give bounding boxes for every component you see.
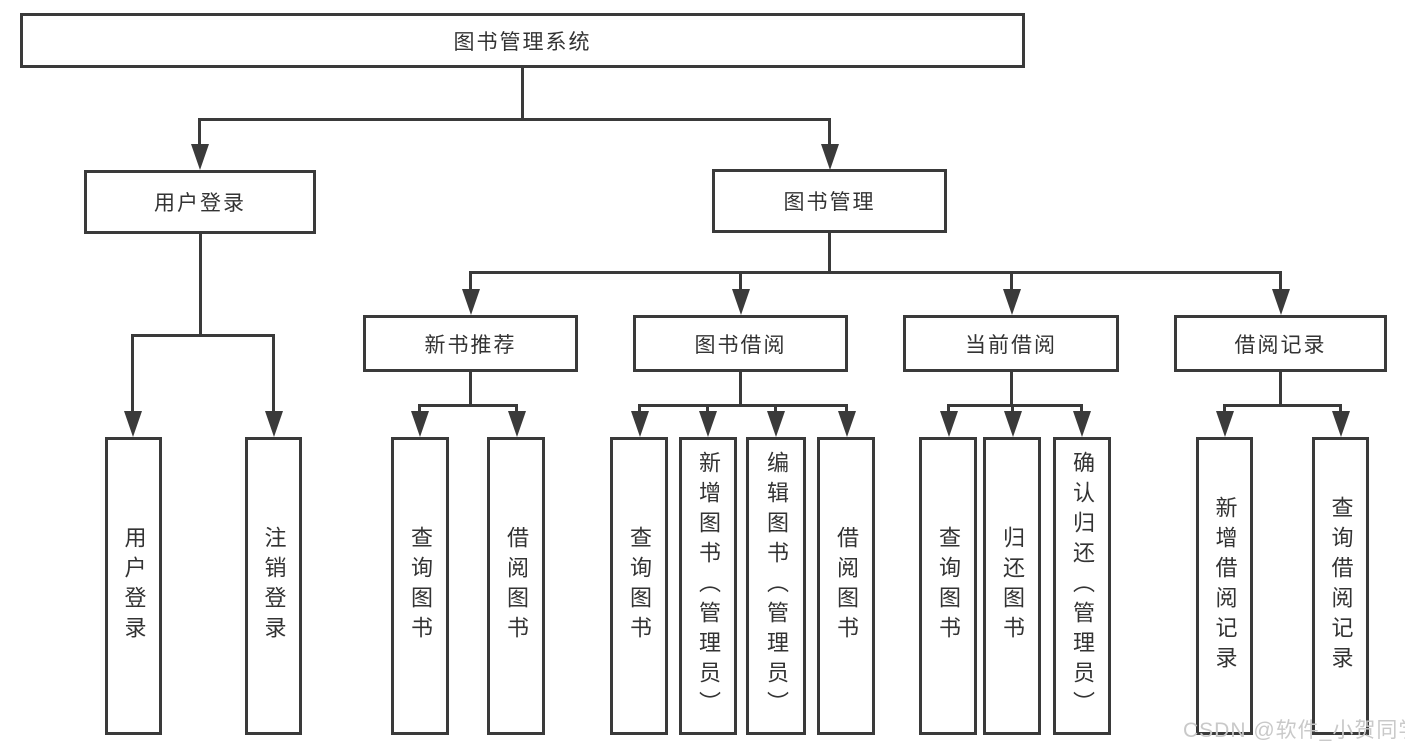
leaf-add-borrow-record: 新增借阅记录 [1196,437,1253,735]
connector-user-login-hline [131,334,275,337]
leaf-add-books-admin-label: 新增图书（管理员） [696,451,721,721]
connector-borrowrecord-stub [1279,271,1282,293]
node-book-borrow: 图书借阅 [633,315,848,372]
node-borrow-records: 借阅记录 [1174,315,1387,372]
connector-book-mgmt-hline [469,271,1282,274]
connector-stub [418,404,421,414]
arrow-down-icon [699,411,717,437]
leaf-recommend-borrow-books-label: 借阅图书 [504,526,529,646]
connector-stub [845,404,848,414]
leaf-current-query-books: 查询图书 [919,437,977,735]
arrow-down-icon [1004,411,1022,437]
leaf-current-query-books-label: 查询图书 [936,526,961,646]
node-current-borrow-label: 当前借阅 [965,333,1057,357]
arrow-down-icon [265,411,283,437]
arrow-down-icon [411,411,429,437]
leaf-borrow-query-books: 查询图书 [610,437,668,735]
arrow-down-icon [191,144,209,170]
node-user-login-label: 用户登录 [154,192,246,215]
leaf-confirm-return-admin-label: 确认归还（管理员） [1070,451,1095,721]
leaf-borrow-query-books-label: 查询图书 [627,526,652,646]
arrow-down-icon [462,289,480,315]
leaf-recommend-borrow-books: 借阅图书 [487,437,545,735]
arrow-down-icon [1003,289,1021,315]
connector-stub [1223,404,1226,414]
connector-stub [706,404,709,414]
leaf-recommend-query-books-label: 查询图书 [408,526,433,646]
leaf-logout: 注销登录 [245,437,302,735]
leaf-user-login: 用户登录 [105,437,162,735]
leaf-edit-books-admin-label: 编辑图书（管理员） [764,451,789,721]
connector-newbook-hline [418,404,518,407]
connector-stub [1011,404,1014,414]
arrow-down-icon [1216,411,1234,437]
node-root: 图书管理系统 [20,13,1025,68]
arrow-down-icon [124,411,142,437]
connector-borrowrecord-hline [1223,404,1342,407]
node-root-label: 图书管理系统 [453,30,592,54]
node-borrow-records-label: 借阅记录 [1234,333,1327,357]
leaf-return-books: 归还图书 [983,437,1041,735]
arrow-down-icon [940,411,958,437]
node-new-book-recommend: 新书推荐 [363,315,578,372]
arrow-down-icon [1272,289,1290,315]
leaf-user-login-label: 用户登录 [121,526,147,646]
connector-stub [1339,404,1342,414]
connector-book-mgmt-stub [828,118,831,148]
arrow-down-icon [1073,411,1091,437]
connector-currentborrow-hline [947,404,1083,407]
connector-root-vline [521,66,524,121]
connector-user-login-vline [199,232,202,337]
connector-leaf-logout-stub [272,334,275,414]
leaf-query-borrow-record: 查询借阅记录 [1312,437,1369,735]
connector-bookborrow-vline [739,370,742,407]
node-book-management: 图书管理 [712,169,947,233]
leaf-recommend-query-books: 查询图书 [391,437,449,735]
connector-leaf-login-stub [131,334,134,414]
node-new-book-recommend-label: 新书推荐 [424,333,517,357]
connector-stub [774,404,777,414]
arrow-down-icon [631,411,649,437]
leaf-logout-label: 注销登录 [261,526,287,646]
node-current-borrow: 当前借阅 [903,315,1119,372]
connector-bookborrow-hline [638,404,848,407]
csdn-watermark: CSDN @软件_小贺同学 [1183,719,1405,742]
connector-borrowrecord-vline [1279,370,1282,407]
connector-stub [1080,404,1083,414]
leaf-add-borrow-record-label: 新增借阅记录 [1212,496,1238,676]
node-user-login: 用户登录 [84,170,316,234]
connector-stub [638,404,641,414]
leaf-borrow-books-label: 借阅图书 [834,526,859,646]
connector-book-mgmt-vline [828,231,831,274]
connector-stub [947,404,950,414]
connector-newbook-vline [469,370,472,407]
leaf-borrow-books: 借阅图书 [817,437,875,735]
leaf-query-borrow-record-label: 查询借阅记录 [1328,496,1354,676]
connector-newbook-stub [469,271,472,293]
node-book-management-label: 图书管理 [783,191,876,214]
arrow-down-icon [732,289,750,315]
node-book-borrow-label: 图书借阅 [694,333,787,357]
arrow-down-icon [1332,411,1350,437]
connector-currentborrow-stub [1010,271,1013,293]
arrow-down-icon [508,411,526,437]
arrow-down-icon [821,144,839,170]
arrow-down-icon [767,411,785,437]
leaf-add-books-admin: 新增图书（管理员） [679,437,737,735]
leaf-confirm-return-admin: 确认归还（管理员） [1053,437,1111,735]
connector-stub [515,404,518,414]
connector-root-hline [198,118,831,121]
connector-currentborrow-vline [1010,370,1013,407]
connector-user-login-stub [198,118,201,148]
arrow-down-icon [838,411,856,437]
connector-bookborrow-stub [739,271,742,293]
leaf-return-books-label: 归还图书 [1000,526,1025,646]
leaf-edit-books-admin: 编辑图书（管理员） [746,437,806,735]
